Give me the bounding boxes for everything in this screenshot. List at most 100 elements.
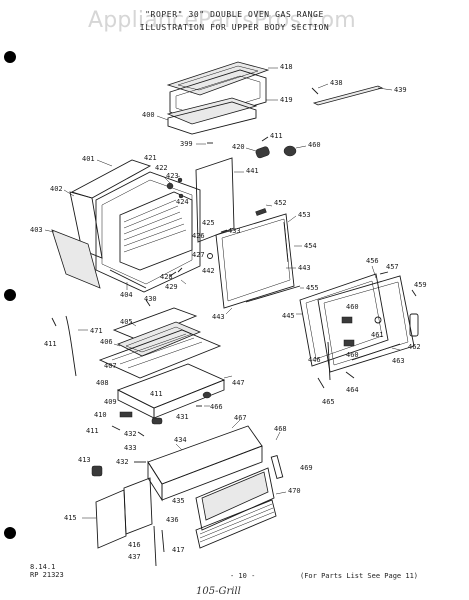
callout-419: 419 [280, 96, 293, 104]
callout-411-top: 411 [270, 132, 283, 140]
diagram-title: "ROPER" 30" DOUBLE OVEN GAS RANGE [145, 10, 324, 19]
binder-hole-middle [4, 289, 16, 301]
callout-460-low: 460 [346, 351, 359, 359]
callout-403: 403 [30, 226, 43, 234]
part-399-screw [196, 142, 213, 145]
callout-471: 471 [90, 327, 103, 335]
callout-426: 426 [192, 232, 205, 240]
callout-435: 435 [172, 497, 185, 505]
callout-431: 431 [176, 413, 189, 421]
callout-407: 407 [104, 362, 117, 370]
callout-469: 469 [300, 464, 313, 472]
part-442-clip [207, 253, 213, 259]
callout-405: 405 [120, 318, 133, 326]
callout-470: 470 [288, 487, 301, 495]
callout-465: 465 [322, 398, 335, 406]
part-433-bolt [220, 229, 228, 233]
part-460-latch [341, 316, 355, 347]
callout-437: 437 [128, 553, 141, 561]
part-416-side-panel [123, 477, 153, 535]
callout-438: 438 [330, 79, 343, 87]
callout-453: 453 [298, 211, 311, 219]
part-404-bottom-rail [109, 269, 147, 290]
part-409-410-brackets [111, 411, 133, 431]
callout-452: 452 [274, 199, 287, 207]
part-455-rod [245, 285, 304, 303]
part-434-drawer-body [147, 425, 263, 502]
part-431-432-433-clips [137, 417, 163, 437]
part-420-bushing [245, 146, 270, 159]
part-464-465-screws [317, 371, 355, 389]
part-436-437-rail [153, 525, 165, 567]
callout-455: 455 [306, 284, 319, 292]
footer-code-1: 8.14.1 [30, 563, 56, 571]
part-405-broiler-top [112, 307, 198, 341]
callout-404: 404 [120, 291, 133, 299]
part-415-panel [82, 489, 127, 549]
callout-413: 413 [78, 456, 91, 464]
callout-463: 463 [392, 357, 405, 365]
part-459-stop [411, 289, 417, 297]
part-468-469-trim [270, 431, 284, 479]
callout-460-mid: 460 [346, 303, 359, 311]
callout-427: 427 [192, 251, 205, 259]
callout-461: 461 [371, 331, 384, 339]
callout-411-mid: 411 [150, 390, 163, 398]
callout-442: 442 [202, 267, 215, 275]
part-470-grille [195, 491, 287, 549]
callout-464: 464 [346, 386, 359, 394]
part-462-gasket [409, 313, 419, 337]
part-467-drawer-front [231, 419, 241, 429]
part-423-424-hardware [163, 175, 184, 199]
callout-447: 447 [232, 379, 245, 387]
callout-462: 462 [408, 343, 421, 351]
part-413-knob [91, 465, 103, 477]
part-461-handle-clip [374, 316, 382, 324]
parts-list-note: (For Parts List See Page 11) [300, 572, 419, 580]
part-435-kick-panel [195, 467, 275, 531]
callout-402: 402 [50, 185, 63, 193]
part-430-screw [145, 299, 151, 307]
callout-422: 422 [155, 164, 168, 172]
part-411-screw-top [261, 136, 269, 142]
diagram-subtitle: ILLUSTRATION FOR UPPER BODY SECTION [139, 23, 330, 32]
callout-443-left: 443 [212, 313, 225, 321]
part-411-left-screw [51, 317, 57, 327]
part-452-hinge-pin [255, 204, 273, 216]
callout-457: 457 [386, 263, 399, 271]
binder-hole-top [4, 51, 16, 63]
callout-425: 425 [202, 219, 215, 227]
callout-466: 466 [210, 403, 223, 411]
callout-446: 446 [308, 356, 321, 364]
callout-415: 415 [64, 514, 77, 522]
callout-408: 408 [96, 379, 109, 387]
watermark: AppliancePartsPros.com [88, 8, 356, 33]
callout-430: 430 [144, 295, 157, 303]
binder-hole-bottom [4, 527, 16, 539]
part-441-right-side-panel [195, 157, 244, 243]
part-400-drip-tray [156, 97, 258, 135]
callout-433-low: 433 [124, 444, 137, 452]
callout-433-top: 433 [228, 227, 241, 235]
part-door-outer-frame [317, 275, 415, 373]
callout-445: 445 [282, 312, 295, 320]
handwritten-note: 105-Grill [196, 586, 241, 597]
callout-400: 400 [142, 111, 155, 119]
part-oven-liner [95, 171, 201, 293]
part-471-rod [65, 315, 88, 377]
callout-468: 468 [274, 425, 287, 433]
callout-432-top: 432 [124, 430, 137, 438]
callout-424: 424 [176, 198, 189, 206]
footer-code-2: RP 21323 [30, 571, 64, 579]
callout-441: 441 [246, 167, 259, 175]
callout-467: 467 [234, 414, 247, 422]
part-447-knob [202, 391, 212, 399]
part-453-hinge-strip [283, 215, 297, 263]
callout-416: 416 [128, 541, 141, 549]
callout-443-right: 443 [298, 264, 311, 272]
part-460-knob [283, 145, 307, 157]
callout-421: 421 [144, 154, 157, 162]
callout-436: 436 [166, 516, 179, 524]
